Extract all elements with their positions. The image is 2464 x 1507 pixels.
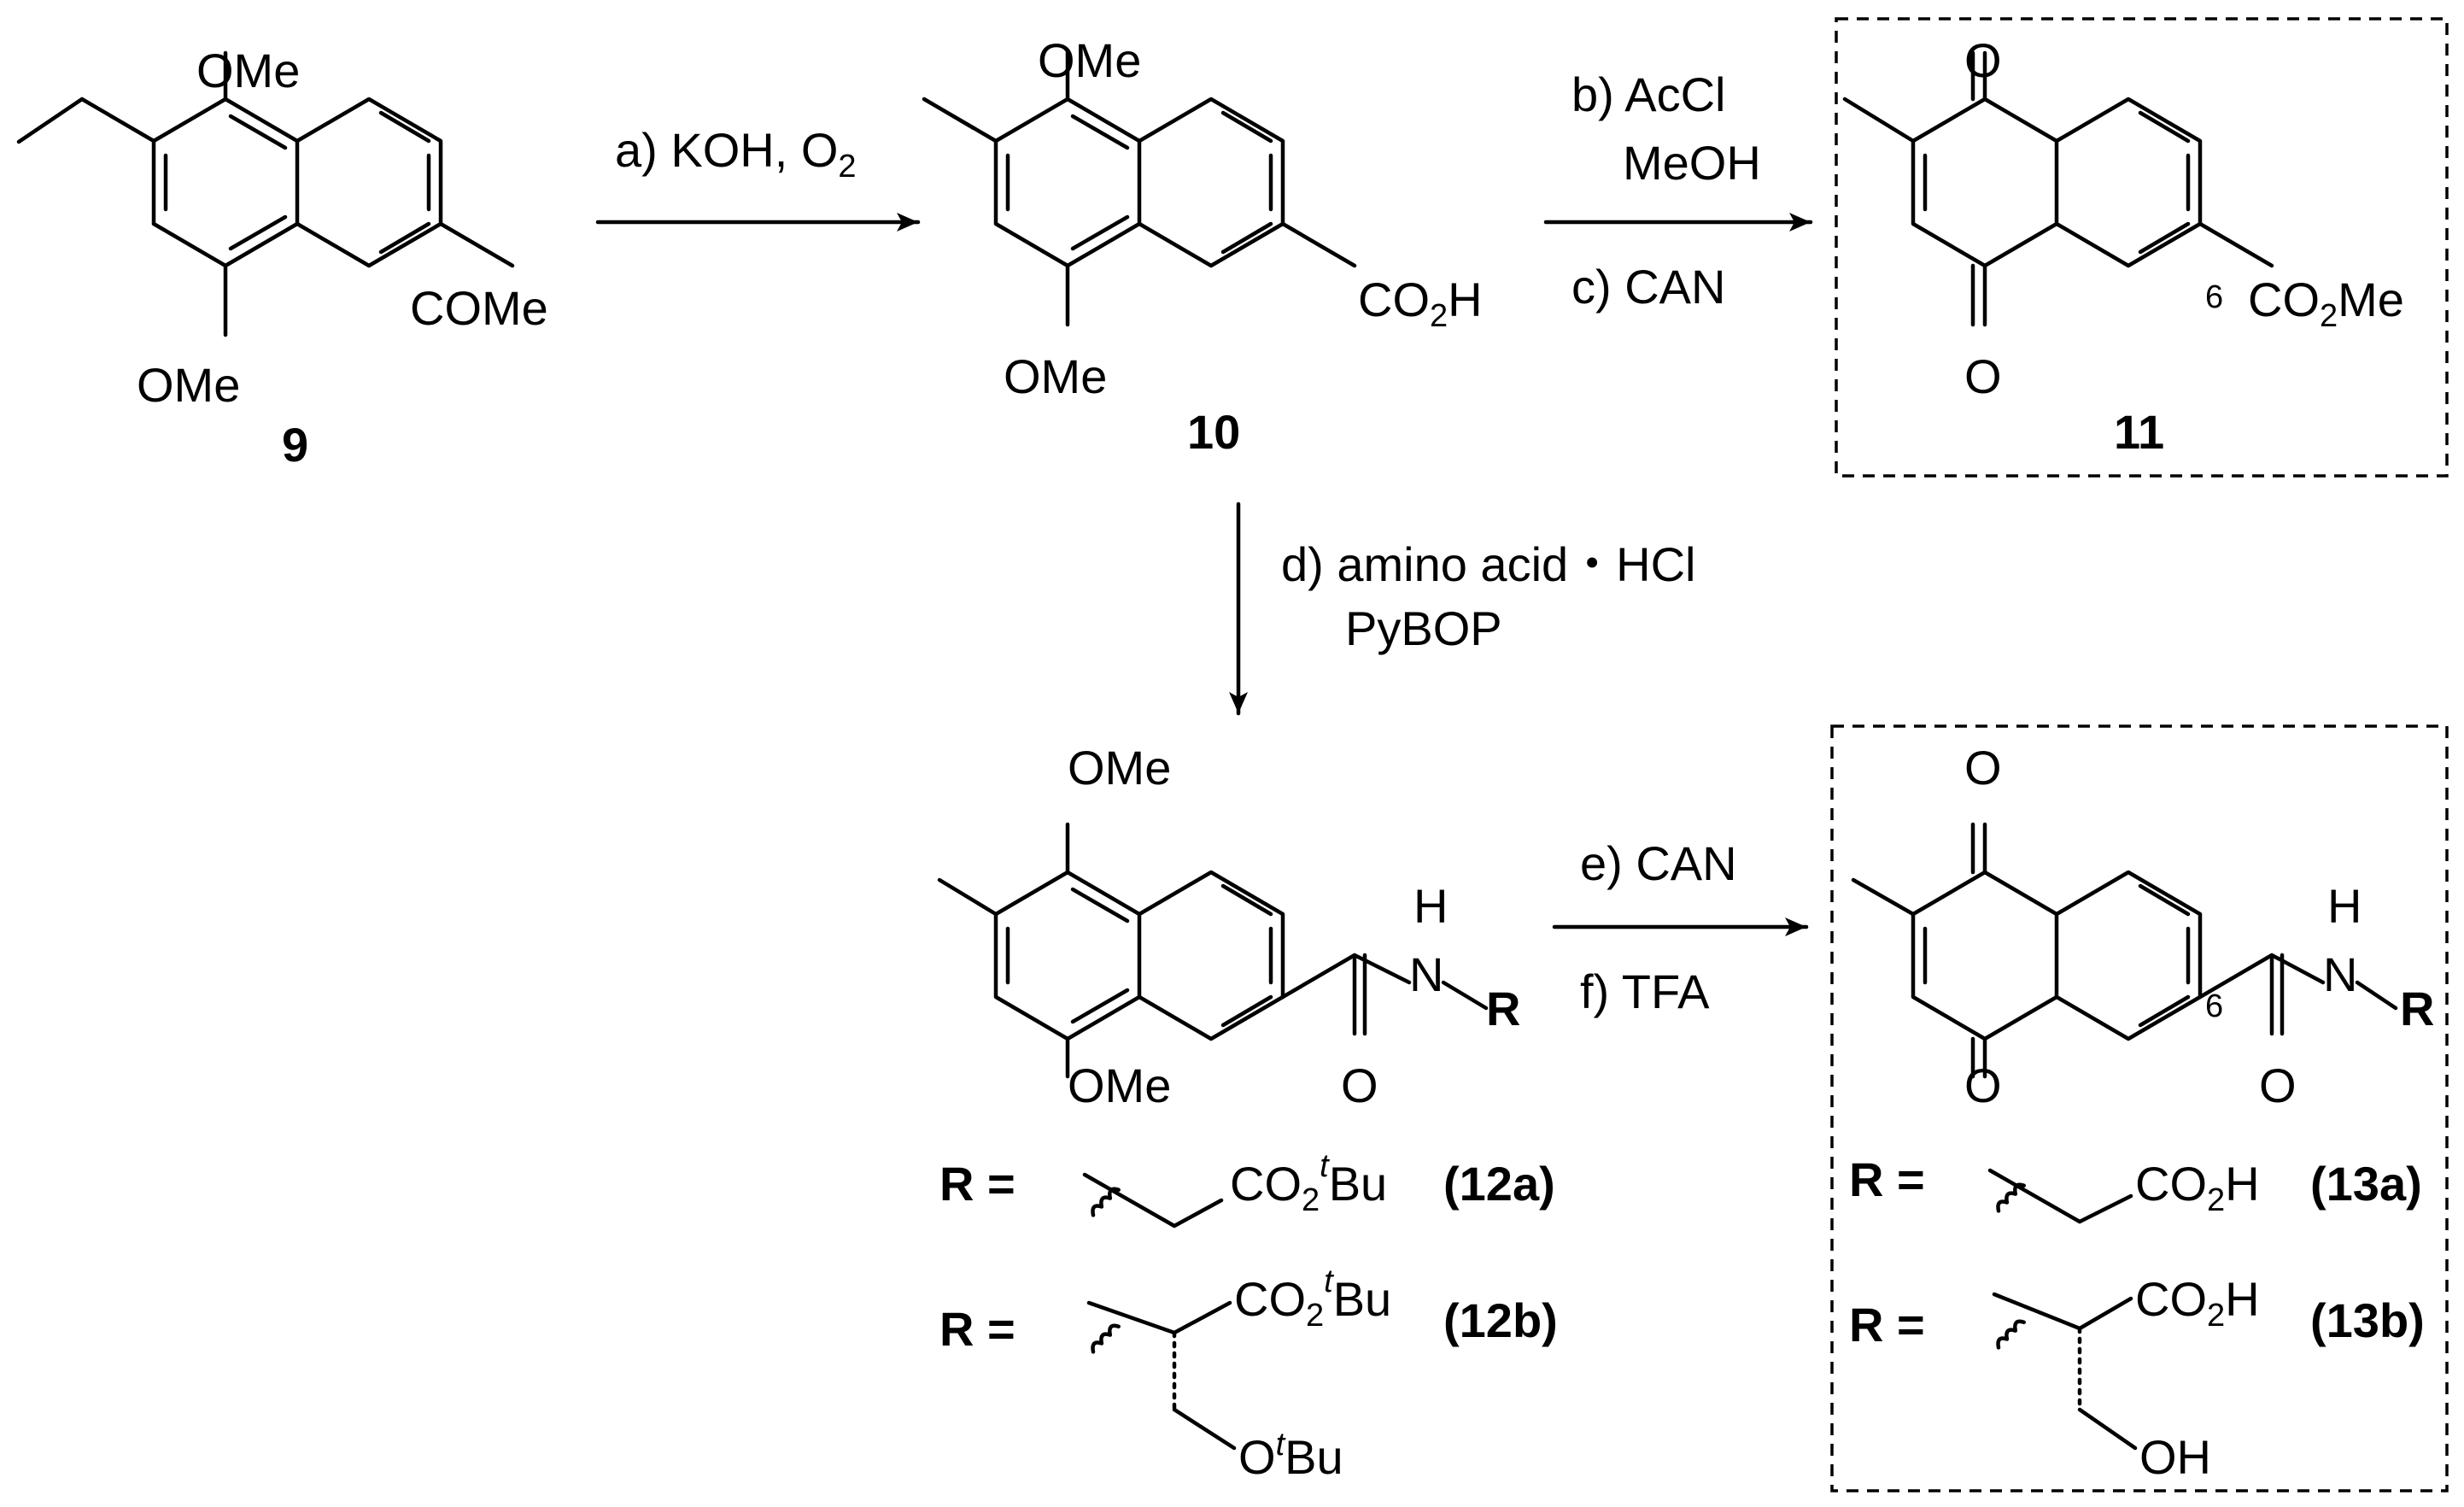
r12a-label: R = xyxy=(939,1157,1015,1211)
r-group-13a: R = CO2H (13a) xyxy=(1849,1152,2422,1224)
c10-ome-top: OMe xyxy=(1038,33,1141,87)
r13b-hydroxyl: OH xyxy=(2139,1430,2211,1484)
c12-nh: H xyxy=(1413,879,1448,933)
c11-ester: CO2Me xyxy=(2248,273,2404,334)
c13-position: 6 xyxy=(2205,988,2223,1024)
r12a-ester: CO2tBu xyxy=(1230,1148,1387,1218)
c10-ome-bottom: OMe xyxy=(1004,349,1107,403)
c11-o-bottom: O xyxy=(1964,349,2002,403)
r12b-ester: CO2tBu xyxy=(1234,1264,1391,1334)
reagent-c: c) CAN xyxy=(1571,260,1725,314)
reagent-b-line2: MeOH xyxy=(1623,136,1761,190)
compound-11-box xyxy=(1835,17,2449,478)
c11-position: 6 xyxy=(2205,279,2223,315)
r-group-13b: R = CO2H OH (13b) xyxy=(1849,1272,2425,1484)
reagent-e: e) CAN xyxy=(1580,836,1737,890)
c9-substituent: COMe xyxy=(410,281,548,335)
c13-o-bottom: O xyxy=(1964,1058,2002,1112)
r13b-wavy-bond xyxy=(1996,1319,2026,1350)
c10-acid: CO2H xyxy=(1358,273,1483,334)
reagent-d-line1: d) amino acid・HCl xyxy=(1281,537,1696,591)
reagent-d-line2: PyBOP xyxy=(1345,601,1502,655)
r12b-number: (12b) xyxy=(1443,1293,1558,1347)
r13a-number: (13a) xyxy=(2310,1157,2422,1211)
c12-ome-bottom: OMe xyxy=(1068,1058,1171,1112)
c9-ome-bottom: OMe xyxy=(137,358,240,412)
arrow-bc: b) AcCl MeOH c) CAN xyxy=(1543,67,1813,314)
reagent-f: f) TFA xyxy=(1580,965,1710,1018)
c11-o-top: O xyxy=(1964,33,2002,87)
c13-n: N xyxy=(2323,947,2357,1001)
c13-r: R xyxy=(2400,982,2434,1035)
r13b-number: (13b) xyxy=(2310,1293,2425,1347)
c12-r: R xyxy=(1486,982,1520,1035)
reagent-a: a) KOH, O2 xyxy=(615,123,857,185)
c12-n: N xyxy=(1409,947,1443,1001)
compound-9: OMe OMe COMe 9 xyxy=(16,44,548,472)
compound-11: O O 6 CO2Me 11 xyxy=(1835,17,2449,478)
reagent-b-line1: b) AcCl xyxy=(1571,67,1726,121)
arrow-ef: e) CAN f) TFA xyxy=(1552,836,1809,1018)
r12a-number: (12a) xyxy=(1443,1157,1555,1211)
c13-o-top: O xyxy=(1964,741,2002,795)
c9-number: 9 xyxy=(282,418,308,472)
compound-13: O O 6 H N O R xyxy=(1830,724,2449,1492)
r13a-acid: CO2H xyxy=(2135,1157,2260,1218)
c10-number: 10 xyxy=(1187,405,1240,459)
r13a-label: R = xyxy=(1849,1152,1925,1206)
r12b-label: R = xyxy=(939,1302,1015,1356)
r12b-ether: OtBu xyxy=(1238,1427,1343,1484)
compound-13-box xyxy=(1830,724,2449,1492)
r12b-wavy-bond xyxy=(1091,1323,1121,1354)
c12-ome-top: OMe xyxy=(1068,741,1171,795)
arrow-d: d) amino acid・HCl PyBOP xyxy=(1229,501,1696,716)
c9-ome-top: OMe xyxy=(196,44,300,97)
arrow-a: a) KOH, O2 xyxy=(595,123,921,232)
c12-carbonyl-o: O xyxy=(1341,1058,1378,1112)
c13-carbonyl-o: O xyxy=(2259,1058,2297,1112)
r-group-12a: R = CO2tBu (12a) xyxy=(939,1148,1555,1228)
r13b-label: R = xyxy=(1849,1298,1925,1352)
r-group-12b: R = CO2tBu OtBu (12b) xyxy=(939,1264,1558,1484)
compound-12: OMe OMe H N O R xyxy=(937,741,1520,1112)
compound-10: OMe OMe CO2H 10 xyxy=(922,33,1483,459)
c11-number: 11 xyxy=(2114,405,2164,459)
r13b-acid: CO2H xyxy=(2135,1272,2260,1334)
c13-nh: H xyxy=(2327,879,2362,933)
